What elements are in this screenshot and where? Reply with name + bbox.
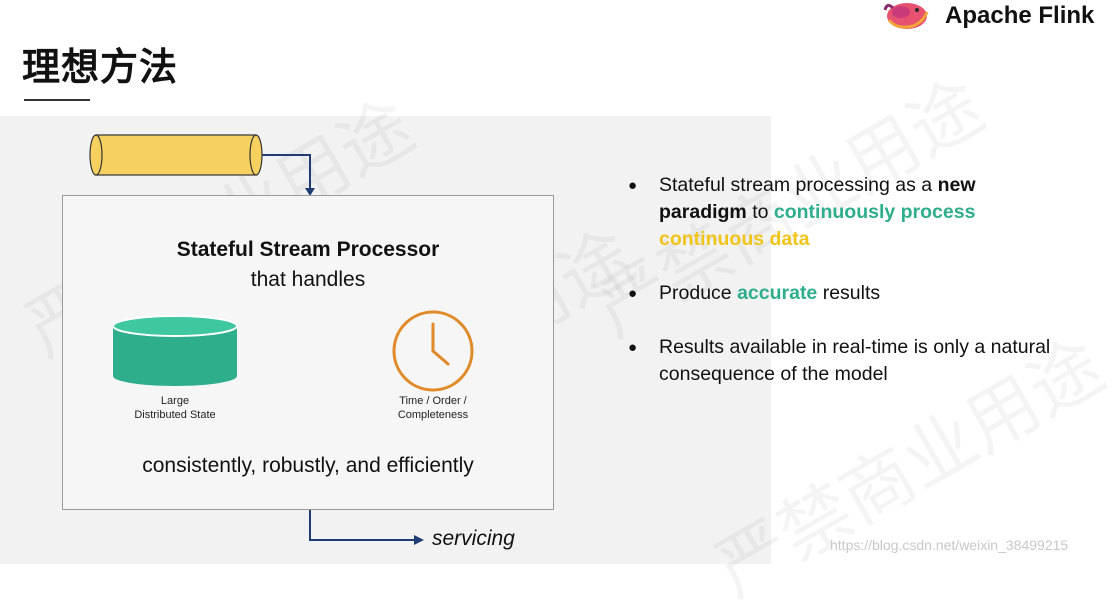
processor-title: Stateful Stream Processor <box>176 238 440 261</box>
bullet-list: ● Stateful stream processing as a new pa… <box>622 172 1062 415</box>
processor-subtitle: that handles <box>250 268 366 291</box>
time-label: Time / Order / Completeness <box>397 395 469 421</box>
bullet-dot-icon: ● <box>628 177 638 194</box>
bullet-dot-icon: ● <box>628 339 638 356</box>
bullet-dot-icon: ● <box>628 285 638 302</box>
processor-footer: consistently, robustly, and efficiently <box>142 454 474 477</box>
input-stream-pipe <box>89 134 315 196</box>
bullet-item: ● Produce accurate results <box>622 280 1062 307</box>
source-watermark-url: https://blog.csdn.net/weixin_38499215 <box>830 537 1069 553</box>
bullet-item: ● Stateful stream processing as a new pa… <box>628 174 976 250</box>
servicing-label: servicing <box>432 527 515 550</box>
page-title: 理想方法 <box>22 45 179 89</box>
title-underline <box>24 99 90 101</box>
squirrel-logo-icon <box>883 3 929 29</box>
database-icon <box>112 315 238 386</box>
output-arrow <box>309 510 424 545</box>
brand-name: Apache Flink <box>945 2 1095 29</box>
state-label: Large Distributed State <box>134 395 216 421</box>
stream-processor-box: Stateful Stream Processor that handles L… <box>62 195 554 510</box>
clock-icon <box>392 310 474 392</box>
bullet-item: ● Results available in real-time is only… <box>628 336 1051 385</box>
